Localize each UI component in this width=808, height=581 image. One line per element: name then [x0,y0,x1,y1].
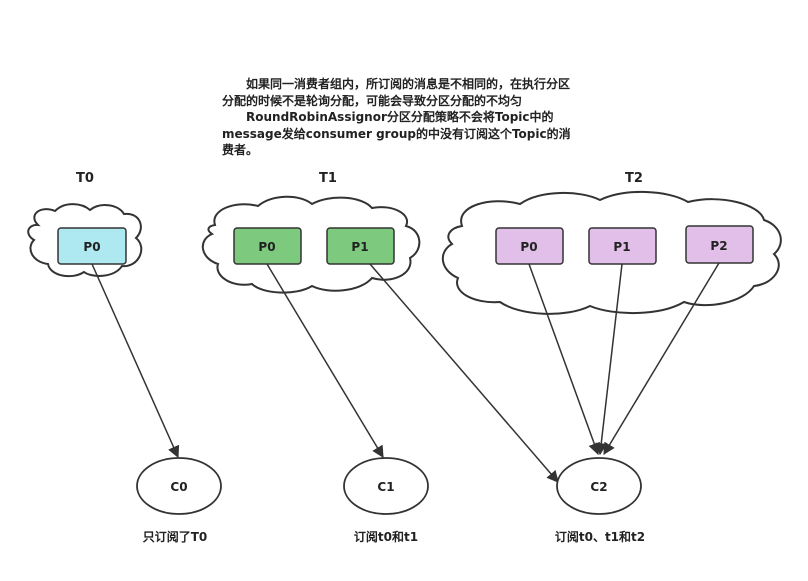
consumer-caption-c1: 订阅t0和t1 [354,529,418,544]
note-paragraph-1: 如果同一消费者组内，所订阅的消息是不相同的，在执行分区分配的时候不是轮询分配，可… [222,77,571,108]
topic-title-t2: T2 [625,171,643,186]
topic-t2-partition-p0: P0 [495,227,564,265]
arrow-t2p1-to-c2 [595,263,623,456]
arrow-t1p0-to-c1 [266,263,384,459]
consumer-caption-c2: 订阅t0、t1和t2 [555,529,645,544]
description-note: 如果同一消费者组内，所订阅的消息是不相同的，在执行分区分配的时候不是轮询分配，可… [222,76,572,159]
consumer-c1: C1 [343,457,429,515]
topic-t1-partition-p1: P1 [326,227,395,265]
arrow-t1p1-to-c2 [369,263,559,483]
arrow-t2p2-to-c2 [603,262,720,456]
consumer-label: C1 [377,480,394,494]
topic-title-t0: T0 [76,171,94,186]
partition-label: P1 [351,240,368,254]
partition-label: P0 [258,240,275,254]
topic-cloud-t1 [202,195,421,294]
consumer-label: C2 [590,480,607,494]
topic-t0-partition-p0: P0 [57,227,127,265]
note-paragraph-2: RoundRobinAssignor分区分配策略不会将Topic中的messag… [222,110,571,157]
consumer-label: C0 [170,480,187,494]
topic-title-t1: T1 [319,171,337,186]
partition-label: P0 [520,240,537,254]
topic-t2-partition-p2: P2 [685,225,754,264]
consumer-c2: C2 [556,457,642,515]
partition-label: P2 [710,239,727,253]
arrow-t0p0-to-c0 [91,263,180,459]
topic-t1-partition-p0: P0 [233,227,302,265]
partition-label: P0 [83,240,100,254]
arrow-t2p0-to-c2 [528,263,600,456]
consumer-c0: C0 [136,457,222,515]
topic-t2-partition-p1: P1 [588,227,657,265]
consumer-caption-c0: 只订阅了T0 [143,529,208,544]
partition-label: P1 [613,240,630,254]
